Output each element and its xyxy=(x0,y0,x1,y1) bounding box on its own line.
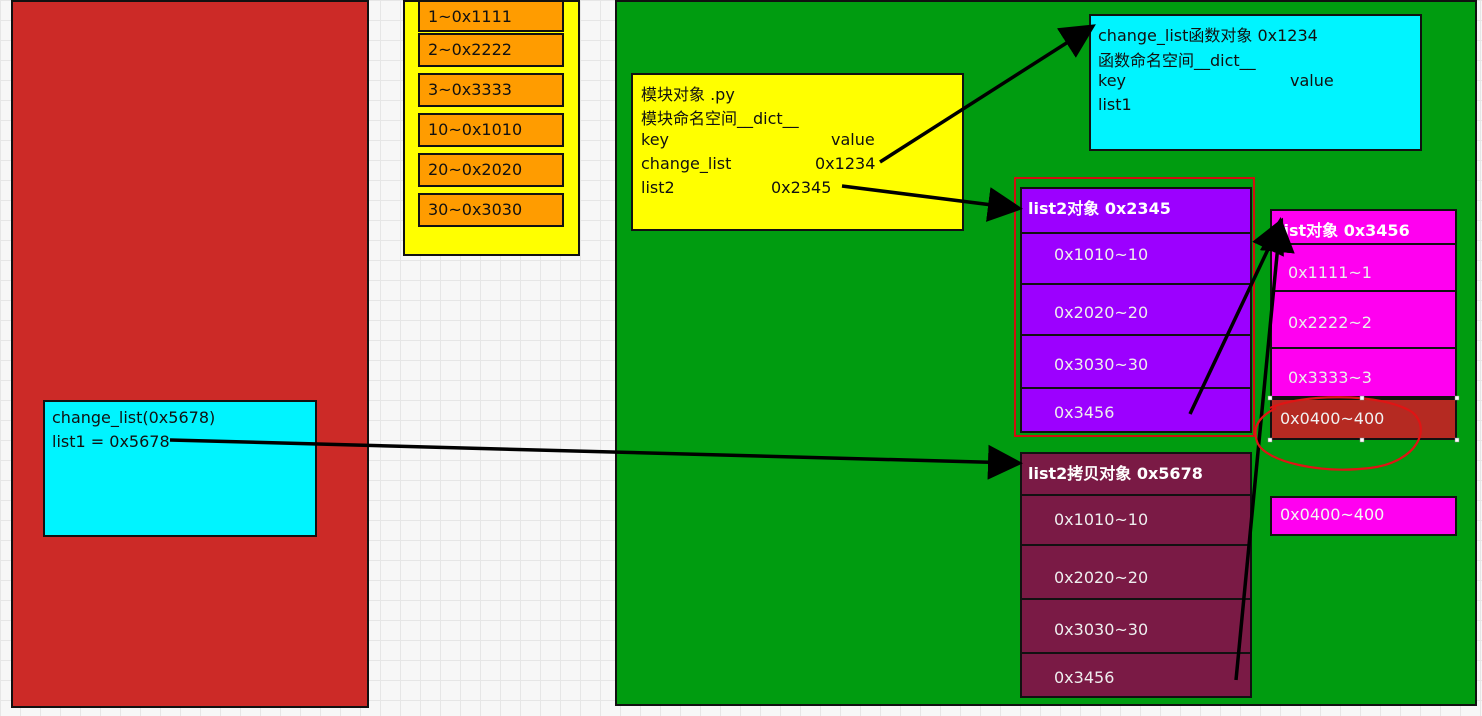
inner-list-object: list对象 0x3456 0x1111~1 0x2222~2 0x3333~3 xyxy=(1270,209,1457,398)
list2-cell: 0x1010~10 xyxy=(1054,245,1149,264)
int-object-cell: 1~0x1111 xyxy=(418,0,564,32)
function-key-header: key xyxy=(1098,71,1127,90)
inner-list-cell: 0x2222~2 xyxy=(1288,313,1372,332)
list2-copy-cell: 0x1010~10 xyxy=(1054,510,1149,529)
list2-copy-title: list2拷贝对象 0x5678 xyxy=(1028,464,1203,483)
int-object-cell: 10~0x1010 xyxy=(418,113,564,147)
arrow-module-to-list2 xyxy=(841,184,1023,222)
selection-handles xyxy=(1267,395,1460,443)
function-row-key: list1 xyxy=(1098,95,1132,114)
inner-list-cell: 0x1111~1 xyxy=(1288,263,1372,282)
list2-highlight-outline xyxy=(1014,177,1255,437)
module-namespace: 模块命名空间__dict__ xyxy=(641,109,799,128)
new-int-object: 0x0400~400 xyxy=(1270,496,1457,536)
highlight-circle xyxy=(1254,396,1422,471)
arrow-module-to-function xyxy=(879,24,1096,164)
int-object-cell: 3~0x3333 xyxy=(418,73,564,107)
int-object-cell: 20~0x2020 xyxy=(418,153,564,187)
module-row-key: list2 xyxy=(641,178,675,197)
module-row-value: 0x1234 xyxy=(815,154,876,173)
function-value-header: value xyxy=(1290,71,1334,90)
inner-list-title: list对象 0x3456 xyxy=(1278,221,1410,240)
stack-panel xyxy=(11,0,369,708)
module-row-key: change_list xyxy=(641,154,732,173)
list2-title: list2对象 0x2345 xyxy=(1028,199,1171,218)
module-key-header: key xyxy=(641,130,670,149)
list2-copy-cell: 0x3030~30 xyxy=(1054,620,1149,639)
module-object-box: 模块对象 .py 模块命名空间__dict__ key value change… xyxy=(631,73,964,231)
module-row-value: 0x2345 xyxy=(771,178,832,197)
list2-cell: 0x2020~20 xyxy=(1054,303,1149,322)
stack-frame-box: change_list(0x5678) list1 = 0x5678 xyxy=(43,400,317,537)
int-object-cell: 2~0x2222 xyxy=(418,33,564,67)
int-object-cell: 30~0x3030 xyxy=(418,193,564,227)
frame-variable: list1 = 0x5678 xyxy=(52,432,170,451)
list2-cell: 0x3030~30 xyxy=(1054,355,1149,374)
module-value-header: value xyxy=(831,130,875,149)
list2-copy-cell: 0x2020~20 xyxy=(1054,568,1149,587)
list2-cell: 0x3456 xyxy=(1054,403,1115,422)
list2-copy-cell: 0x3456 xyxy=(1054,668,1115,687)
inner-list-cell: 0x3333~3 xyxy=(1288,368,1372,387)
arrow-list2-to-inner-list xyxy=(1188,217,1284,415)
arrow-frame-to-copy xyxy=(169,438,1023,480)
module-title: 模块对象 .py xyxy=(641,85,735,104)
list2-copy-object: list2拷贝对象 0x5678 0x1010~10 0x2020~20 0x3… xyxy=(1020,452,1252,698)
inner-list-appended-cell: 0x0400~400 xyxy=(1270,398,1457,440)
arrow-copy-to-inner-list xyxy=(1234,217,1295,681)
list2-object: list2对象 0x2345 0x1010~10 0x2020~20 0x303… xyxy=(1020,187,1252,433)
function-namespace: 函数命名空间__dict__ xyxy=(1098,51,1256,70)
frame-title: change_list(0x5678) xyxy=(52,408,216,427)
function-object-box: change_list函数对象 0x1234 函数命名空间__dict__ ke… xyxy=(1089,14,1422,151)
function-title: change_list函数对象 0x1234 xyxy=(1098,26,1318,45)
